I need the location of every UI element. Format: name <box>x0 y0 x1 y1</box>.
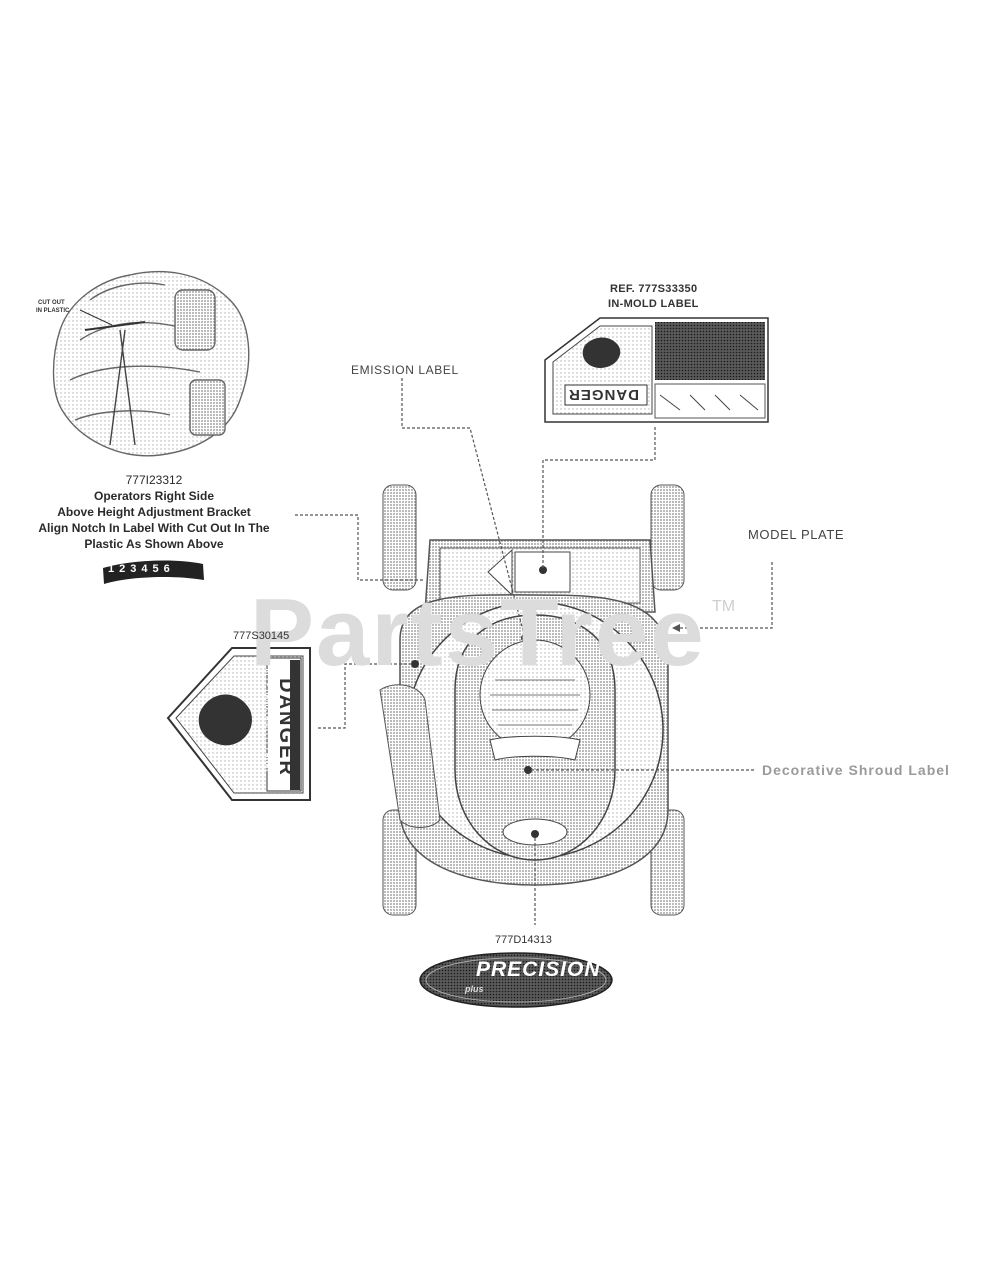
inmold-danger-text: DANGER <box>568 386 640 403</box>
danger-decal-graphic <box>166 647 311 801</box>
decorative-shroud-callout[interactable]: Decorative Shroud Label <box>762 762 950 778</box>
inmold-title: IN-MOLD LABEL <box>608 298 699 310</box>
note-line-2: Above Height Adjustment Bracket <box>57 505 251 519</box>
danger-decal-keep-text: KEEP HANDS AND FEET AWAY <box>263 668 271 773</box>
in-plastic-label: IN PLASTIC <box>36 308 70 314</box>
watermark: PartsTree <box>250 579 706 686</box>
gauge-digit: 6 <box>163 563 175 575</box>
precision-logo-sub: plus <box>465 984 484 994</box>
gauge-digit: 1 <box>108 563 120 575</box>
inmold-ref[interactable]: REF. 777S33350 <box>610 283 698 295</box>
note-line-3: Align Notch In Label With Cut Out In The <box>38 521 270 535</box>
model-plate-callout[interactable]: MODEL PLATE <box>748 527 845 542</box>
height-gauge-strip <box>103 560 204 584</box>
precision-logo-graphic <box>419 952 613 1008</box>
engine-sketch <box>52 270 250 457</box>
gauge-digit: 2 <box>119 563 131 575</box>
gauge-digits: 123456 <box>108 563 175 575</box>
precision-logo-text: PRECISION <box>476 958 601 981</box>
watermark-tm: TM <box>712 598 736 615</box>
gauge-digit: 3 <box>130 563 142 575</box>
emission-label-callout[interactable]: EMISSION LABEL <box>351 363 459 377</box>
danger-decal-danger-text: DANGER <box>274 678 297 777</box>
gauge-digit: 4 <box>141 563 153 575</box>
bottom-part-number[interactable]: 777D14313 <box>495 934 552 946</box>
gauge-digit: 5 <box>152 563 164 575</box>
model-plate-arrow <box>672 624 680 632</box>
top-left-part-number[interactable]: 777I23312 <box>125 473 183 487</box>
leader-lines <box>295 378 773 925</box>
top-left-note: 777I23312 Operators Right Side Above Hei… <box>20 472 288 552</box>
cut-out-label: CUT OUT <box>38 300 65 306</box>
inmold-label-graphic <box>544 317 769 423</box>
cut-out-marker <box>79 309 113 326</box>
note-line-4: Plastic As Shown Above <box>84 537 224 551</box>
danger-decal-part-number[interactable]: 777S30145 <box>233 630 290 642</box>
note-line-1: Operators Right Side <box>93 489 215 503</box>
mower-body <box>379 484 685 916</box>
